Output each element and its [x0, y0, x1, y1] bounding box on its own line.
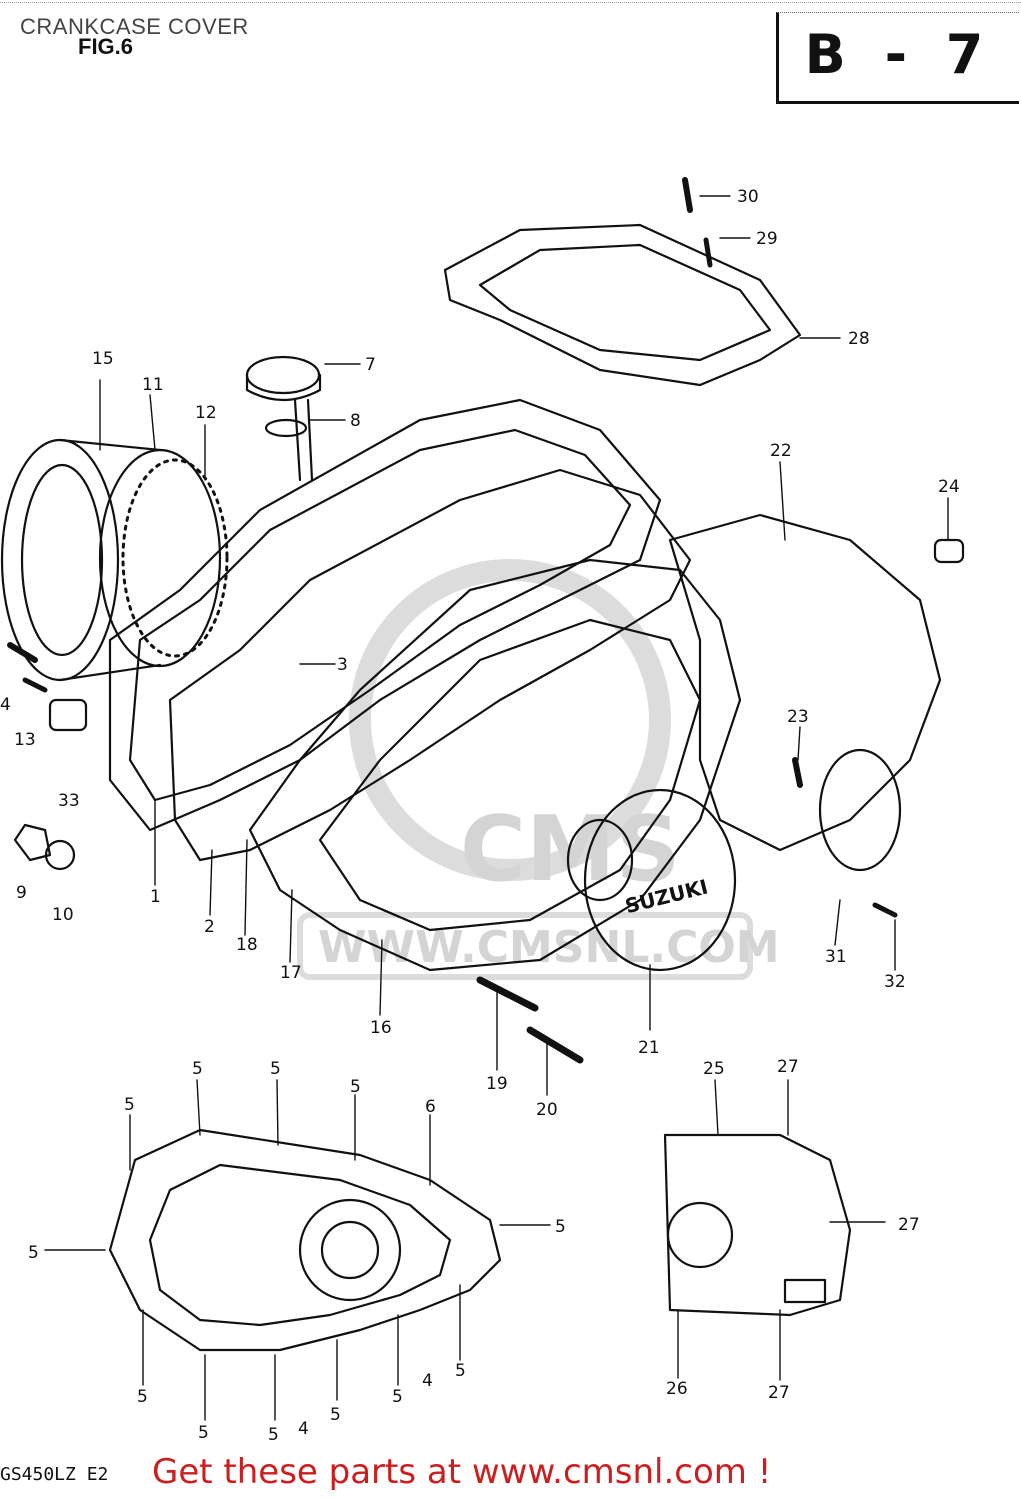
clutch-cover-gasket-detail — [108, 1128, 502, 1352]
callout-numbers: 30 29 28 7 8 15 11 12 22 24 3 4 13 23 33… — [0, 187, 960, 1445]
callout-5-g: 5 — [455, 1361, 466, 1381]
plug-33 — [48, 698, 88, 732]
callout-4-c: 4 — [298, 1419, 309, 1439]
callout-5-i: 5 — [392, 1387, 403, 1407]
page-title: CRANKCASE COVER — [20, 14, 249, 39]
callout-31: 31 — [825, 947, 847, 967]
callout-16: 16 — [370, 1018, 392, 1038]
callout-29: 29 — [756, 229, 778, 249]
top-dotted-rule — [0, 2, 1021, 3]
callout-5-f: 5 — [28, 1243, 39, 1263]
crankcase-cover-1 — [108, 398, 662, 832]
watermark-logo-text: CMS — [460, 797, 680, 902]
bolt-4 — [7, 642, 38, 663]
model-code: GS450LZ E2 — [0, 1464, 109, 1485]
watermark-banner — [297, 912, 753, 980]
callout-5-j: 5 — [330, 1405, 341, 1425]
watermark-ring — [349, 559, 671, 881]
callout-30: 30 — [737, 187, 759, 207]
screw-30 — [682, 177, 693, 213]
callout-8: 8 — [350, 411, 361, 431]
callout-33: 33 — [58, 791, 80, 811]
drain-plug-9 — [13, 823, 52, 862]
callout-12: 12 — [195, 403, 217, 423]
figure-label: FIG.6 — [78, 34, 134, 59]
callout-5-a: 5 — [192, 1059, 203, 1079]
callout-7: 7 — [365, 355, 376, 375]
reference-code: B - 7 — [804, 23, 994, 86]
callout-5-h: 5 — [137, 1387, 148, 1407]
callout-10: 10 — [52, 905, 74, 925]
callout-27-a: 27 — [777, 1057, 799, 1077]
generator-cover-22 — [668, 513, 942, 872]
clutch-cover-21 — [566, 788, 737, 972]
top-cover-28 — [443, 223, 802, 387]
callout-5-e: 5 — [555, 1217, 566, 1237]
watermark-url: WWW.CMSNL.COM — [318, 922, 780, 973]
callout-24: 24 — [938, 477, 960, 497]
bolt-20 — [526, 1026, 584, 1064]
callout-22: 22 — [770, 441, 792, 461]
callout-21: 21 — [638, 1038, 660, 1058]
callout-11: 11 — [142, 375, 164, 395]
gasket-leader-lines — [44, 1079, 886, 1421]
callout-25: 25 — [703, 1059, 725, 1079]
dowel-pin-24 — [933, 538, 965, 564]
callout-5-c: 5 — [350, 1077, 361, 1097]
callout-17: 17 — [280, 963, 302, 983]
callout-6: 6 — [425, 1097, 436, 1117]
clutch-drum — [0, 438, 229, 682]
callout-27-b: 27 — [898, 1215, 920, 1235]
callout-5-k: 5 — [198, 1423, 209, 1443]
callout-4-left: 4 — [0, 695, 11, 715]
callout-5-b: 5 — [270, 1059, 281, 1079]
callout-1: 1 — [150, 887, 161, 907]
screw-23 — [792, 757, 803, 788]
watermark: CMS WWW.CMSNL.COM — [297, 559, 780, 980]
callout-28: 28 — [848, 329, 870, 349]
callout-3: 3 — [337, 655, 348, 675]
callout-18: 18 — [236, 935, 258, 955]
callout-27-c: 27 — [768, 1383, 790, 1403]
callout-19: 19 — [486, 1074, 508, 1094]
generator-cover-gasket-detail — [663, 1133, 852, 1317]
outer-cover-16 — [248, 558, 742, 972]
reference-box: B - 7 — [776, 12, 1019, 104]
oil-filler-cap-7 — [245, 355, 322, 482]
screw-29 — [703, 237, 713, 268]
callout-9: 9 — [16, 883, 27, 903]
callout-15: 15 — [92, 349, 114, 369]
o-ring-8 — [264, 418, 308, 438]
callout-23: 23 — [787, 707, 809, 727]
callout-5-d: 5 — [124, 1095, 135, 1115]
callout-20: 20 — [536, 1100, 558, 1120]
callout-32: 32 — [884, 972, 906, 992]
callout-4-b: 4 — [422, 1371, 433, 1391]
leader-lines — [99, 195, 949, 1096]
callout-5-l: 5 — [268, 1425, 279, 1445]
buy-parts-link[interactable]: Get these parts at www.cmsnl.com ! — [152, 1452, 772, 1492]
screw-13 — [22, 677, 48, 693]
callout-26: 26 — [666, 1379, 688, 1399]
screw-32 — [872, 902, 898, 918]
callout-2: 2 — [204, 917, 215, 937]
gasket-2 — [168, 468, 692, 862]
callout-13: 13 — [14, 730, 36, 750]
bolt-19 — [476, 976, 539, 1012]
